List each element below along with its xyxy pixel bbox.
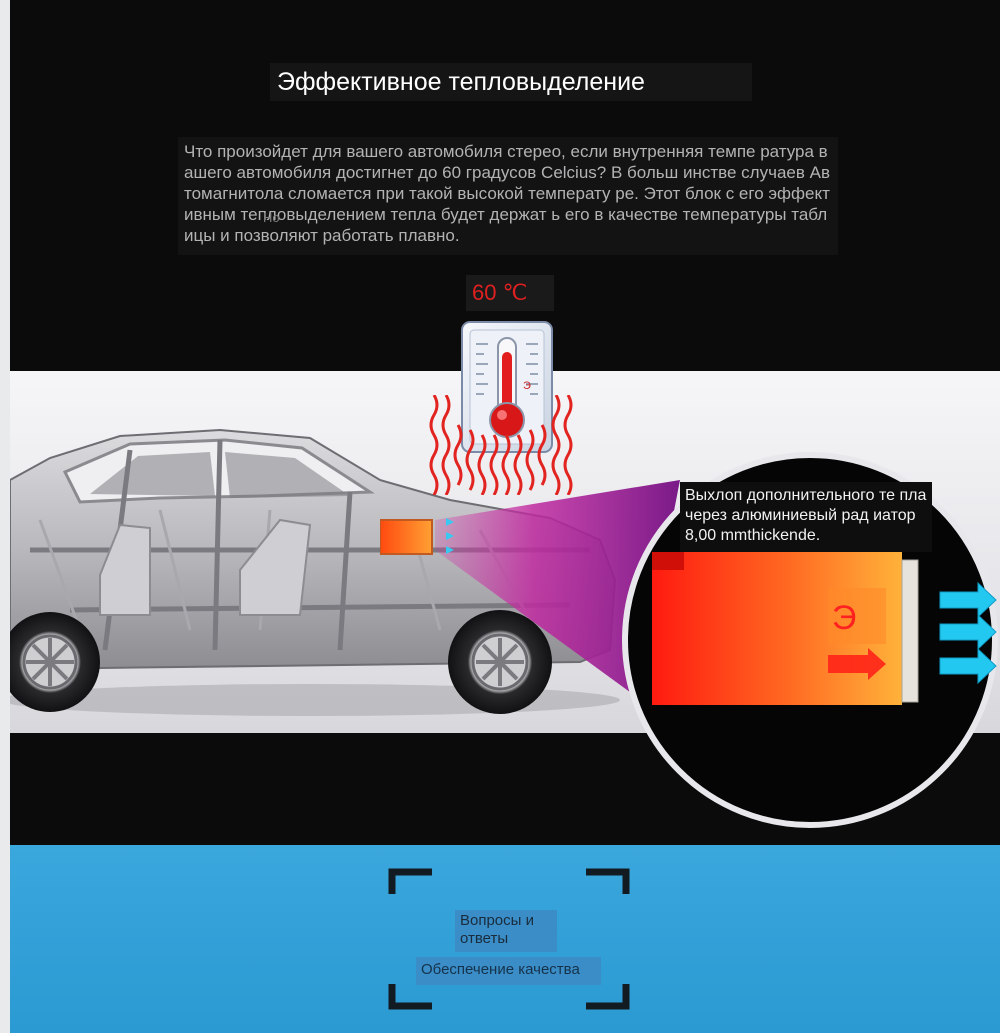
temperature-label: 60 ℃ — [472, 280, 528, 305]
description-backdrop — [178, 137, 838, 255]
heat-waves — [429, 395, 573, 495]
quality-backdrop — [416, 957, 601, 985]
title-backdrop — [270, 63, 752, 101]
description-text: Что произойдет для вашего автомобиля сте… — [184, 142, 830, 245]
callout-backdrop — [680, 482, 932, 552]
frame-brackets — [388, 868, 630, 1010]
quality-label: Обеспечение качества — [421, 961, 580, 978]
qa-label: Вопросы и ответы — [460, 912, 534, 947]
thermometer-mark: Э — [523, 380, 531, 392]
page-title: Эффективное тепловыделение — [277, 68, 645, 96]
thermometer-icon — [461, 321, 553, 453]
overlay-mark: Но — [263, 210, 280, 225]
temperature-backdrop — [466, 275, 554, 311]
heat-mark: Э — [832, 599, 857, 637]
radiator-callout-text: Выхлоп дополнительного те пла через алюм… — [685, 487, 927, 544]
qa-backdrop — [455, 910, 557, 952]
left-edge — [0, 0, 10, 1033]
